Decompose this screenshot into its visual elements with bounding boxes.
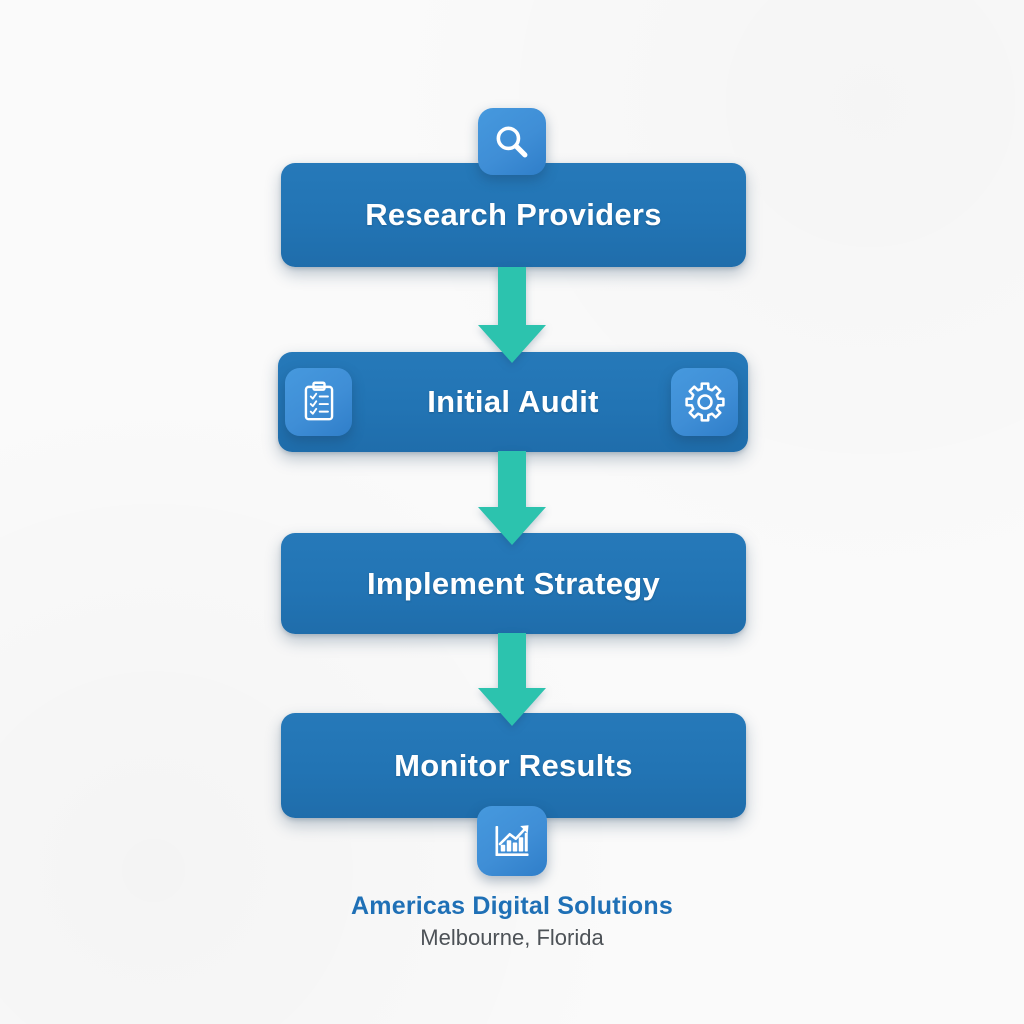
step-label: Monitor Results xyxy=(394,747,633,783)
chart-badge xyxy=(477,806,547,876)
footer-location: Melbourne, Florida xyxy=(420,925,604,950)
gear-badge xyxy=(671,368,738,436)
step-monitor-results: Monitor Results xyxy=(281,713,746,818)
step-label: Implement Strategy xyxy=(366,565,661,601)
bar-chart-growth-icon xyxy=(495,825,529,856)
clipboard-checklist-icon xyxy=(304,381,333,421)
search-icon xyxy=(496,126,528,157)
down-arrow-icon xyxy=(478,267,546,363)
down-arrow-icon xyxy=(478,633,546,726)
step-label: Initial Audit xyxy=(427,384,599,419)
down-arrow-icon xyxy=(478,451,546,545)
step-initial-audit: Initial Audit xyxy=(278,352,748,452)
step-implement-strategy: Implement Strategy xyxy=(281,533,746,634)
clipboard-badge xyxy=(285,368,352,436)
search-badge xyxy=(478,108,546,175)
step-research-providers: Research Providers xyxy=(281,163,746,267)
footer: Americas Digital Solutions Melbourne, Fl… xyxy=(0,892,1024,951)
step-label: Research Providers xyxy=(365,197,662,232)
gear-icon xyxy=(684,382,725,422)
footer-company-name: Americas Digital Solutions xyxy=(351,892,673,920)
